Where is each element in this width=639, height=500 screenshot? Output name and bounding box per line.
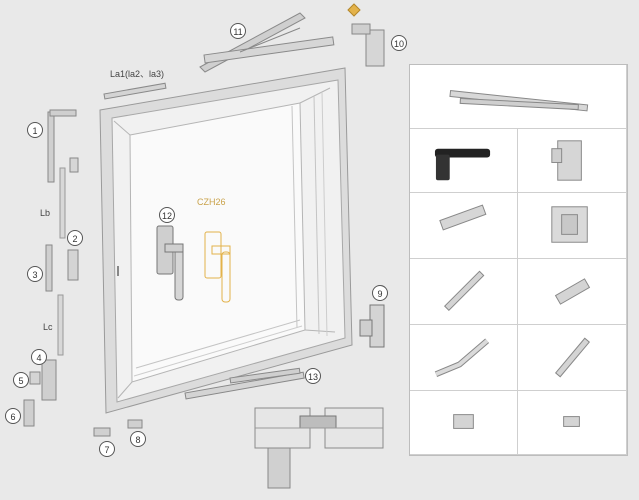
short-keeper-icon <box>554 278 591 305</box>
grid-cell-friction-stay <box>410 65 627 129</box>
handle-model-label: CZH26 <box>197 197 226 207</box>
callout-13: 13 <box>305 368 321 384</box>
grid-cell-small-clip <box>518 391 627 455</box>
lb-label: Lb <box>40 208 51 218</box>
callout-4: 4 <box>31 349 47 365</box>
left-hardware-column <box>23 109 143 437</box>
bottom-stay-arm <box>184 367 305 400</box>
lock-keeper-icon <box>439 204 487 231</box>
profile-section-drawing <box>254 407 384 489</box>
callout-11: 11 <box>230 23 246 39</box>
la-transmission-rod <box>103 82 167 100</box>
black-handle-icon <box>434 148 491 181</box>
window-frame <box>99 67 353 414</box>
small-clip-icon <box>563 416 580 427</box>
grid-cell-espag-rod <box>410 259 518 325</box>
callout-3: 3 <box>27 266 43 282</box>
callout-2: 2 <box>67 230 83 246</box>
espag-rod-icon <box>444 270 485 311</box>
callout-10: 10 <box>391 35 407 51</box>
grid-cell-corner-hinge <box>518 193 627 259</box>
grid-cell-lock-keeper <box>410 193 518 259</box>
callout-1: 1 <box>27 122 43 138</box>
side-hinge <box>359 304 385 348</box>
friction-stay-icon <box>449 90 589 112</box>
hardware-catalogue-grid <box>409 64 628 456</box>
window-handle <box>156 225 184 301</box>
hinge-block-icon <box>551 140 582 181</box>
corner-drive-icon <box>434 338 490 377</box>
grid-cell-rod-connector <box>518 325 627 391</box>
callout-9: 9 <box>372 285 388 301</box>
grid-cell-corner-drive <box>410 325 518 391</box>
corner-hinge-icon <box>551 206 588 243</box>
callout-12: 12 <box>159 207 175 223</box>
stop-block-icon <box>453 414 474 429</box>
callout-6: 6 <box>5 408 21 424</box>
rod-connector-icon <box>554 337 591 378</box>
czh26-handle-outline <box>204 231 231 303</box>
callout-7: 7 <box>99 441 115 457</box>
la-label: La1(la2、la3) <box>110 69 165 79</box>
grid-cell-short-keeper <box>518 259 627 325</box>
lc-label: Lc <box>43 322 53 332</box>
grid-cell-stop-block <box>410 391 518 455</box>
callout-5: 5 <box>13 372 29 388</box>
grid-cell-hinge-block <box>518 129 627 193</box>
grid-cell-black-handle <box>410 129 518 193</box>
top-stay-arm <box>199 12 335 73</box>
top-hinge-part <box>347 3 385 67</box>
callout-8: 8 <box>130 431 146 447</box>
